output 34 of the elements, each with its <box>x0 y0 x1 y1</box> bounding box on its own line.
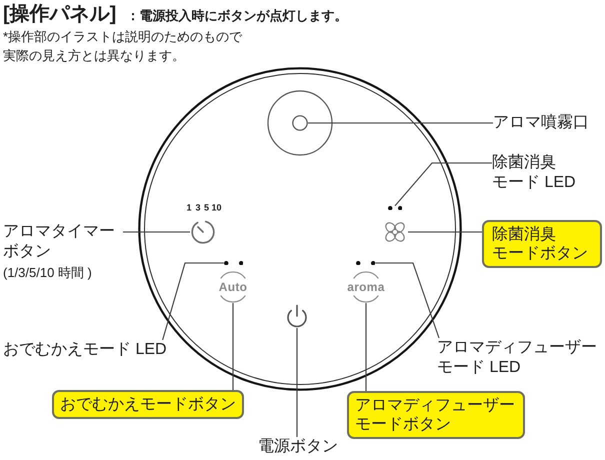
callout-text: アロマタイマーボタン <box>3 222 116 262</box>
note-text: *操作部のイラストは説明のためのもので実際の見え方とは異なります。 <box>3 28 244 65</box>
callout-text: アロマディフューザーモード LED <box>437 338 603 378</box>
aroma-button: aroma <box>345 271 387 303</box>
leader-line <box>232 303 234 390</box>
leader-line <box>123 231 190 233</box>
leader-line <box>308 122 493 124</box>
power-icon <box>286 304 308 328</box>
hour-number: 1 <box>186 204 192 212</box>
timer-icon <box>190 219 216 245</box>
led-dots-icon <box>224 260 244 266</box>
highlighted-callout: おでむかえモードボタン <box>52 390 244 419</box>
leader-line <box>394 162 492 206</box>
leader-line <box>162 262 224 340</box>
callout-text: 除菌消臭モード LED <box>492 153 582 193</box>
callout-text: アロマ噴霧口 <box>493 113 589 133</box>
circle-icon <box>292 115 308 131</box>
panel-heading: [操作パネル] <box>3 2 116 26</box>
leader-line <box>375 262 440 338</box>
hour-number: 10 <box>212 204 222 212</box>
highlighted-callout: 除菌消臭モードボタン <box>482 220 602 268</box>
hour-number: 3 <box>196 204 200 212</box>
led-dots-icon <box>356 260 376 266</box>
led-dots-icon <box>388 206 402 210</box>
leader-line <box>408 231 482 233</box>
leader-line <box>365 303 367 391</box>
callout-note: (1/3/5/10 時間 ) <box>3 264 93 282</box>
highlighted-callout: アロマディフューザーモードボタン <box>347 391 525 439</box>
callout-text: おでむかえモード LED <box>3 340 167 360</box>
heading-note: ：電源投入時にボタンが点灯します。 <box>126 7 348 25</box>
auto-button: Auto <box>213 271 253 303</box>
callout-text: 電源ボタン <box>258 437 338 457</box>
leader-line <box>296 328 298 437</box>
hour-number: 5 <box>204 204 209 212</box>
